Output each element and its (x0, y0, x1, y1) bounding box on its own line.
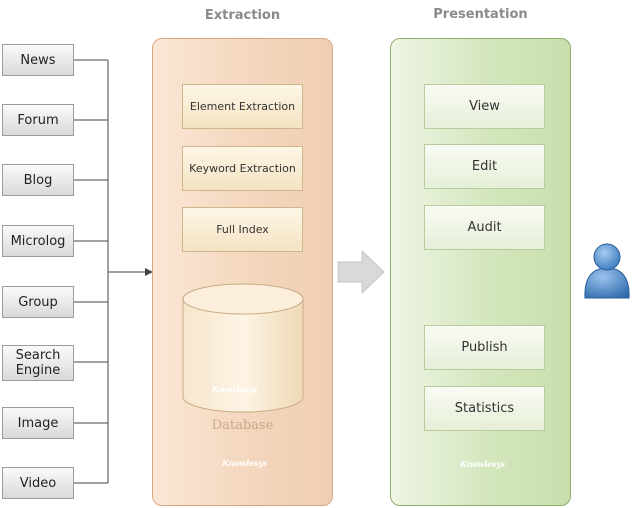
edit-box: Edit (424, 144, 545, 189)
arrow-right-icon (337, 249, 385, 295)
keyword-extraction-box: Keyword Extraction (182, 146, 303, 191)
source-microlog: Microlog (2, 225, 74, 257)
extraction-watermark: Knowlesys (222, 458, 267, 468)
extraction-title: Extraction (204, 8, 281, 23)
source-blog: Blog (2, 164, 74, 196)
source-search-engine: Search Engine (2, 345, 74, 381)
extraction-db-watermark: Knowlesys (212, 384, 257, 394)
source-image: Image (2, 407, 74, 439)
element-extraction-box: Element Extraction (182, 84, 303, 129)
database-cylinder-icon (182, 283, 304, 413)
source-video: Video (2, 467, 74, 499)
user-icon (584, 243, 630, 299)
statistics-box: Statistics (424, 386, 545, 431)
presentation-watermark: Knowlesys (460, 459, 505, 469)
source-news: News (2, 44, 74, 76)
audit-box: Audit (424, 205, 545, 250)
publish-box: Publish (424, 325, 545, 370)
full-index-box: Full Index (182, 207, 303, 252)
view-box: View (424, 84, 545, 129)
presentation-title: Presentation (433, 7, 528, 22)
database-label: Database (211, 418, 274, 433)
source-forum: Forum (2, 104, 74, 136)
source-group: Group (2, 286, 74, 318)
